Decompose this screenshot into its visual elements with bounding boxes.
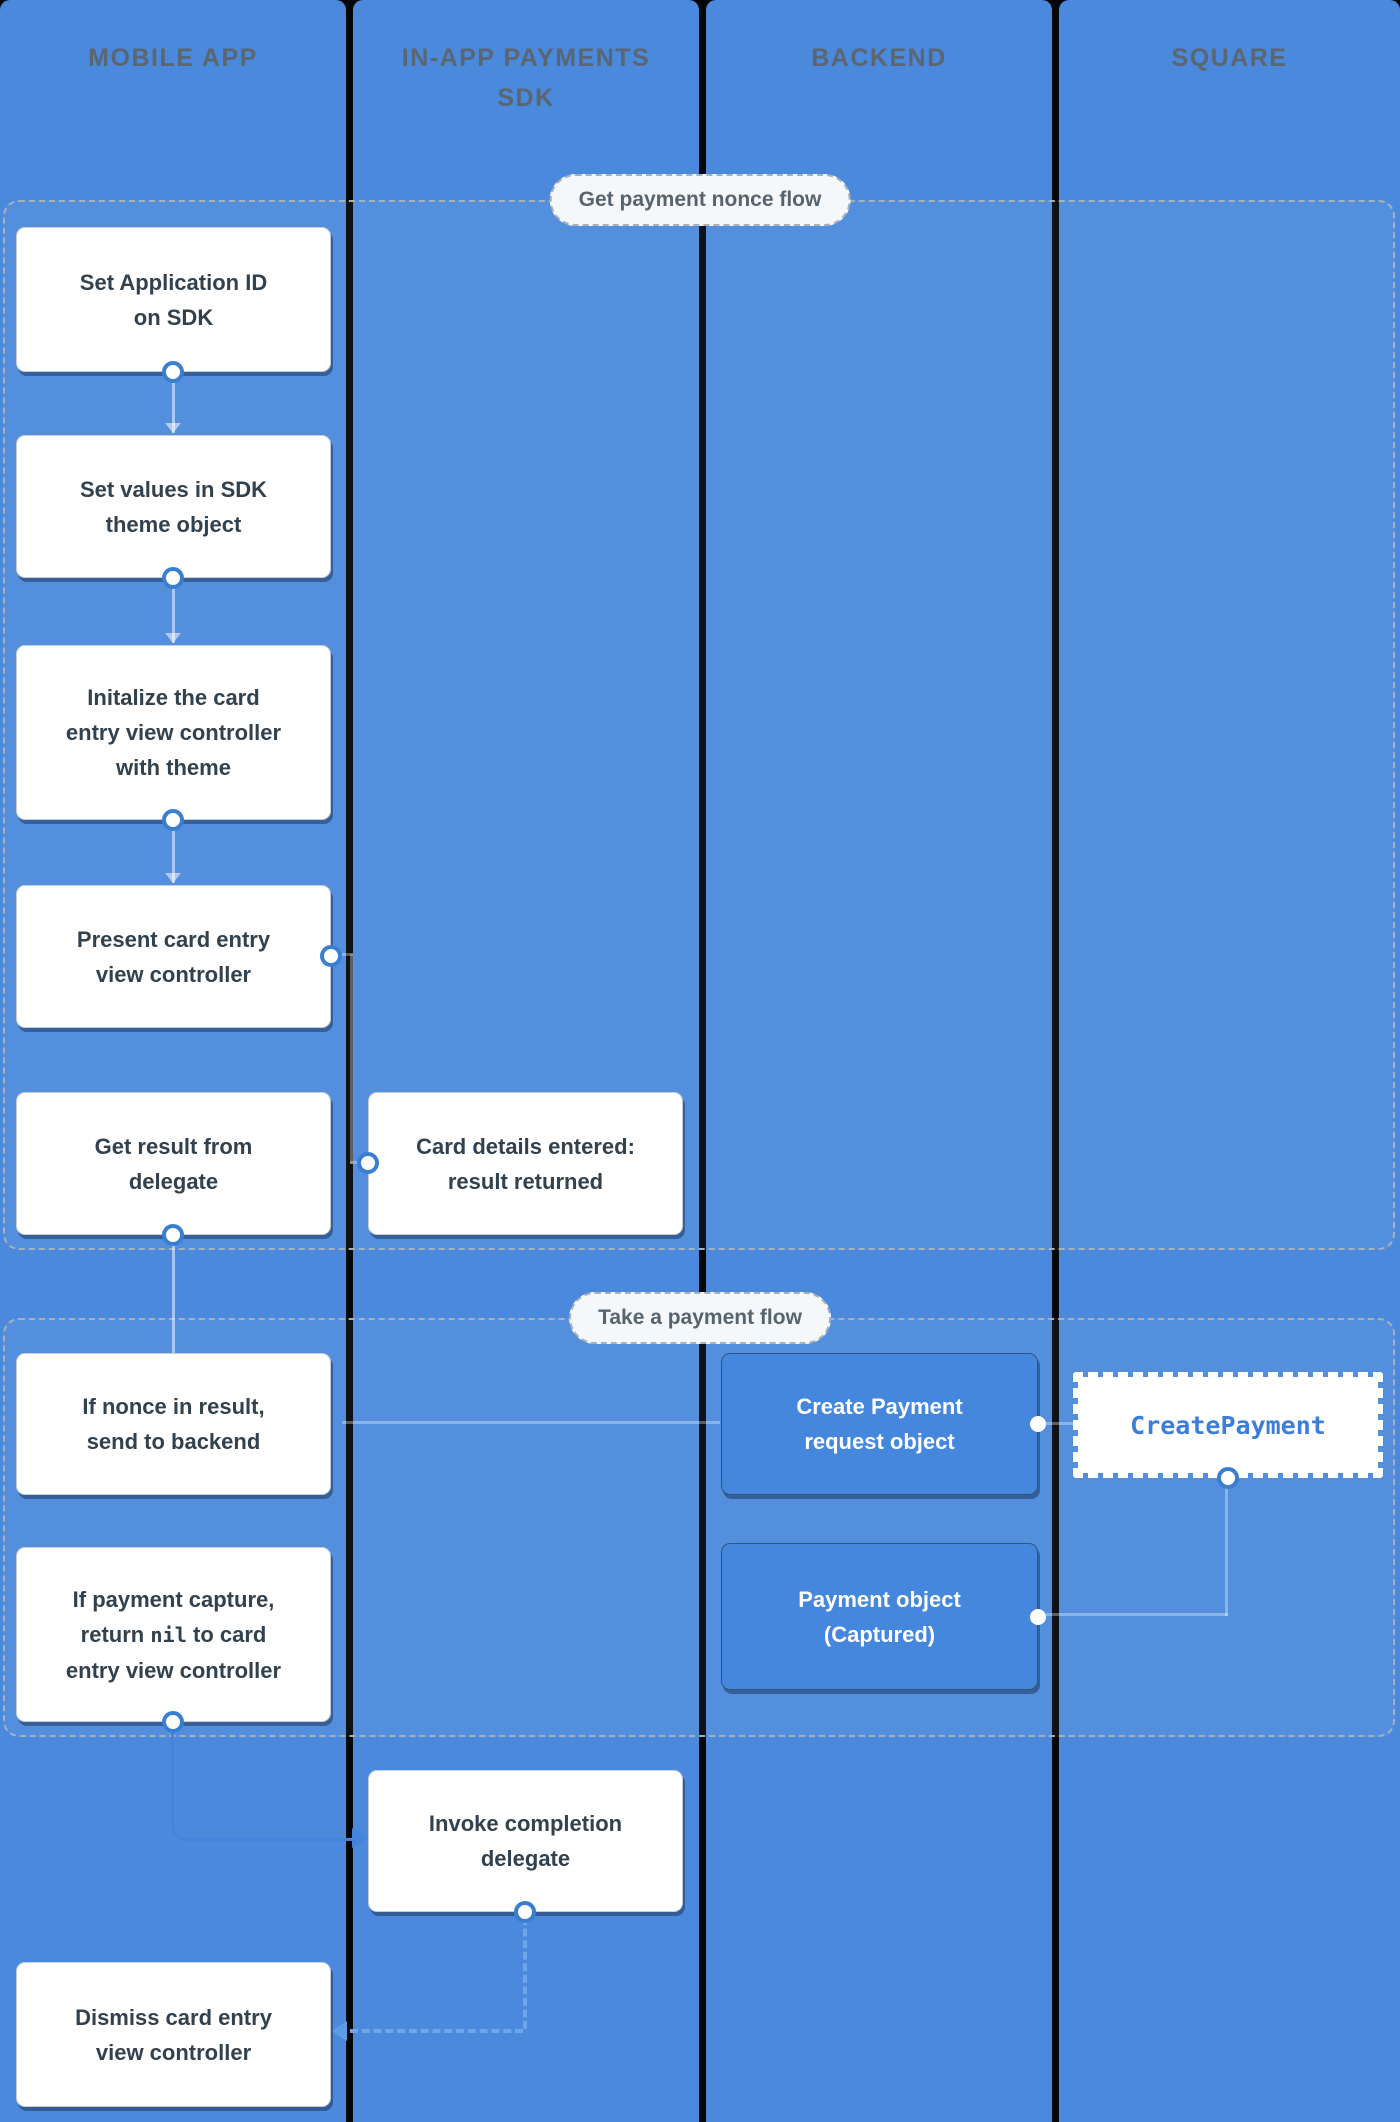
connector-line [1046, 1422, 1073, 1425]
connector-line [172, 820, 175, 883]
lane-divider [346, 0, 353, 200]
connector-line [172, 578, 175, 643]
lane-header-mobile-app: MOBILE APP [88, 44, 258, 72]
lane-divider [1052, 0, 1059, 200]
arrow-left-icon [331, 2021, 347, 2041]
connector-dot [1030, 1609, 1046, 1625]
lane-divider [699, 0, 706, 2122]
connector-line [342, 953, 353, 956]
arrow-down-icon [165, 633, 181, 643]
connector-line [172, 1237, 175, 1353]
connector-dot [162, 361, 184, 383]
step-if-nonce-send-backend: If nonce in result,send to backend [16, 1353, 331, 1495]
lane-divider [346, 1738, 353, 2122]
connector-dot [162, 1711, 184, 1733]
connector-dot [357, 1152, 379, 1174]
connector-dot [162, 1224, 184, 1246]
lane-square [1059, 0, 1400, 2122]
lane-divider [346, 1251, 353, 1317]
step-createpayment-endpoint: CreatePayment [1073, 1372, 1383, 1478]
group-label-take-a-payment-flow: Take a payment flow [569, 1292, 831, 1344]
lane-header-inapp-payments-sdk: IN-APP PAYMENTS SDK [401, 44, 651, 112]
lane-divider [346, 0, 353, 2122]
connector-dot [162, 809, 184, 831]
arrow-right-icon [352, 1828, 368, 1848]
connector-dashed-line [523, 1917, 527, 2029]
lane-divider [1052, 1251, 1059, 1317]
step-payment-object-captured: Payment object(Captured) [721, 1543, 1038, 1690]
arrow-down-icon [165, 423, 181, 433]
connector-line [1046, 1613, 1228, 1616]
connector-dot [1030, 1416, 1046, 1432]
lane-backend [706, 0, 1052, 2122]
group-label-get-payment-nonce-flow: Get payment nonce flow [549, 174, 851, 226]
connector-line [1225, 1488, 1228, 1616]
lane-divider [1052, 0, 1059, 2122]
lane-divider [699, 1251, 706, 1317]
connector-dot [162, 567, 184, 589]
connector-dot [1217, 1467, 1239, 1489]
lane-inapp-payments-sdk [353, 0, 699, 2122]
lane-divider [699, 0, 706, 200]
lane-header-backend: BACKEND [811, 44, 947, 72]
connector-dashed-line [350, 2029, 523, 2033]
lane-header-square: SQUARE [1171, 44, 1288, 72]
connector-dot [514, 1901, 536, 1923]
connector-dot [320, 945, 342, 967]
arrow-down-icon [165, 873, 181, 883]
lane-divider [1052, 1738, 1059, 2122]
step-card-details-entered: Card details entered:result returned [368, 1092, 683, 1235]
connector-line [342, 1421, 720, 1424]
connector-line [350, 954, 353, 1164]
connector-line [171, 1727, 353, 1841]
lane-divider [699, 1738, 706, 2122]
connector-line [172, 372, 175, 433]
